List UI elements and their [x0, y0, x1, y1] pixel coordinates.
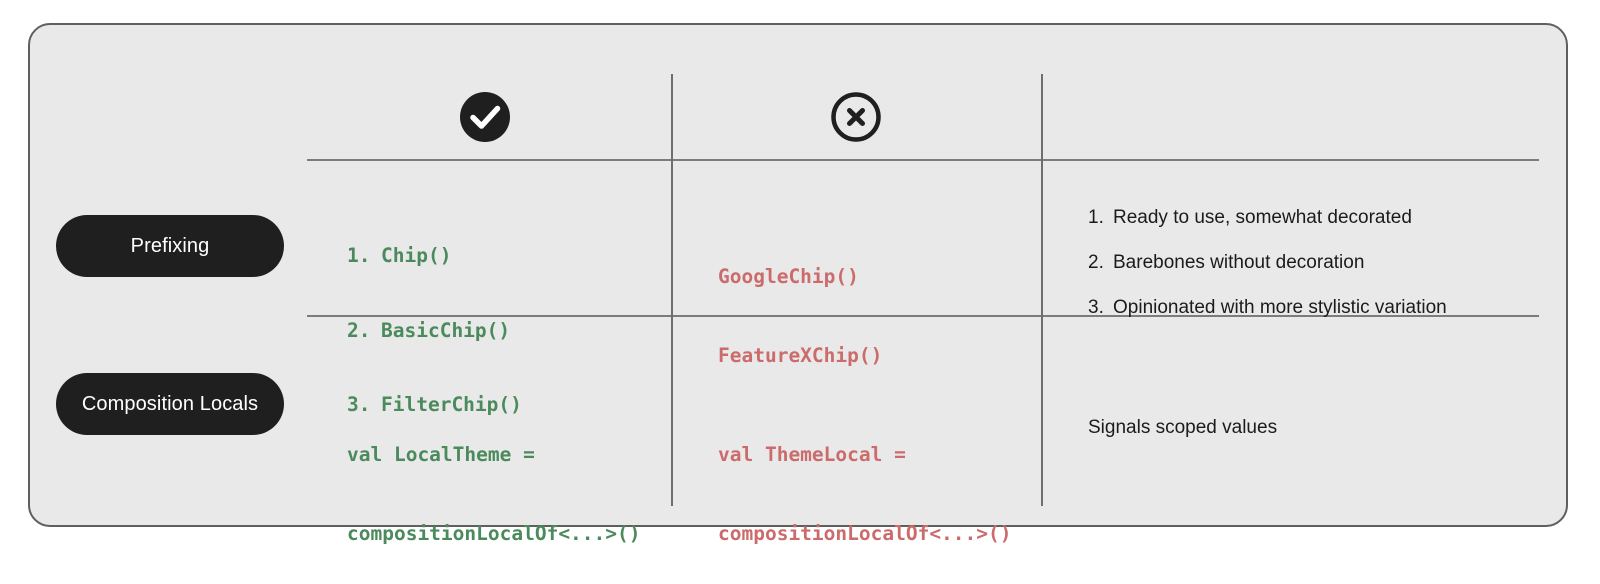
- list-text: FilterChip(): [381, 393, 522, 416]
- code-line: FeatureXChip(): [718, 343, 883, 367]
- column-header-bad: [821, 82, 891, 152]
- list-item: 1. Ready to use, somewhat decorated: [1088, 207, 1538, 230]
- code-line: compositionLocalOf<...>(): [718, 521, 1012, 545]
- cell-composition-locals-description: Signals scoped values: [1088, 417, 1508, 440]
- page-root: Prefixing 1. Chip() 2. BasicChip() 3. Fi…: [28, 23, 1568, 543]
- row-label-text: Composition Locals: [81, 392, 259, 415]
- grid-rule-middle: [307, 315, 1539, 317]
- list-item: 1. Chip(): [347, 246, 522, 266]
- list-number: 2.: [1088, 251, 1104, 273]
- list-number: 1.: [347, 244, 371, 267]
- grid-rule-vertical-bad-description: [1041, 74, 1043, 506]
- code-line: val LocalTheme =: [347, 443, 535, 466]
- description-text: Signals scoped values: [1088, 417, 1278, 438]
- header-icon-row: [30, 82, 1566, 152]
- row-label-text: Prefixing: [130, 234, 210, 257]
- row-label-prefixing: Prefixing: [56, 215, 284, 277]
- cell-prefixing-bad: GoogleChip() FeatureXChip(): [718, 228, 882, 404]
- code-line: compositionLocalOf<...>(): [347, 521, 641, 545]
- list-item: 3. Opinionated with more stylistic varia…: [1088, 297, 1538, 320]
- cell-prefixing-good: 1. Chip() 2. BasicChip() 3. FilterChip(): [347, 207, 522, 454]
- list-text: BasicChip(): [381, 318, 511, 342]
- row-label-composition-locals: Composition Locals: [56, 373, 284, 435]
- good-code-list: 1. Chip() 2. BasicChip() 3. FilterChip(): [347, 207, 522, 454]
- list-number: 1.: [1088, 207, 1104, 228]
- list-text: Chip(): [381, 244, 452, 267]
- list-text: Ready to use, somewhat decorated: [1113, 207, 1412, 228]
- cell-prefixing-description: 1. Ready to use, somewhat decorated 2. B…: [1088, 207, 1538, 319]
- good-code-block: val LocalTheme = compositionLocalOf<...>…: [347, 406, 641, 582]
- column-header-good: [450, 82, 520, 152]
- list-item: 2. BasicChip(): [347, 318, 522, 342]
- comparison-card: Prefixing 1. Chip() 2. BasicChip() 3. Fi…: [28, 23, 1568, 543]
- list-number: 3.: [347, 393, 371, 416]
- description-list: 1. Ready to use, somewhat decorated 2. B…: [1088, 207, 1538, 319]
- x-circle-outline-icon: [830, 91, 882, 143]
- code-line: GoogleChip(): [718, 265, 859, 288]
- list-number: 2.: [347, 318, 371, 342]
- list-text: Opinionated with more stylistic variatio…: [1113, 296, 1447, 318]
- cell-composition-locals-good: val LocalTheme = compositionLocalOf<...>…: [347, 406, 641, 582]
- check-circle-filled-icon: [459, 91, 511, 143]
- code-line: val ThemeLocal =: [718, 443, 906, 466]
- grid-rule-top: [307, 159, 1539, 161]
- list-item: 2. Barebones without decoration: [1088, 252, 1538, 275]
- grid-rule-vertical-good-bad: [671, 74, 673, 506]
- bad-code-block: val ThemeLocal = compositionLocalOf<...>…: [718, 406, 1012, 582]
- list-number: 3.: [1088, 296, 1104, 318]
- list-item: 3. FilterChip(): [347, 395, 522, 415]
- cell-composition-locals-bad: val ThemeLocal = compositionLocalOf<...>…: [718, 406, 1012, 582]
- list-text: Barebones without decoration: [1113, 251, 1365, 273]
- bad-code-block: GoogleChip() FeatureXChip(): [718, 228, 882, 404]
